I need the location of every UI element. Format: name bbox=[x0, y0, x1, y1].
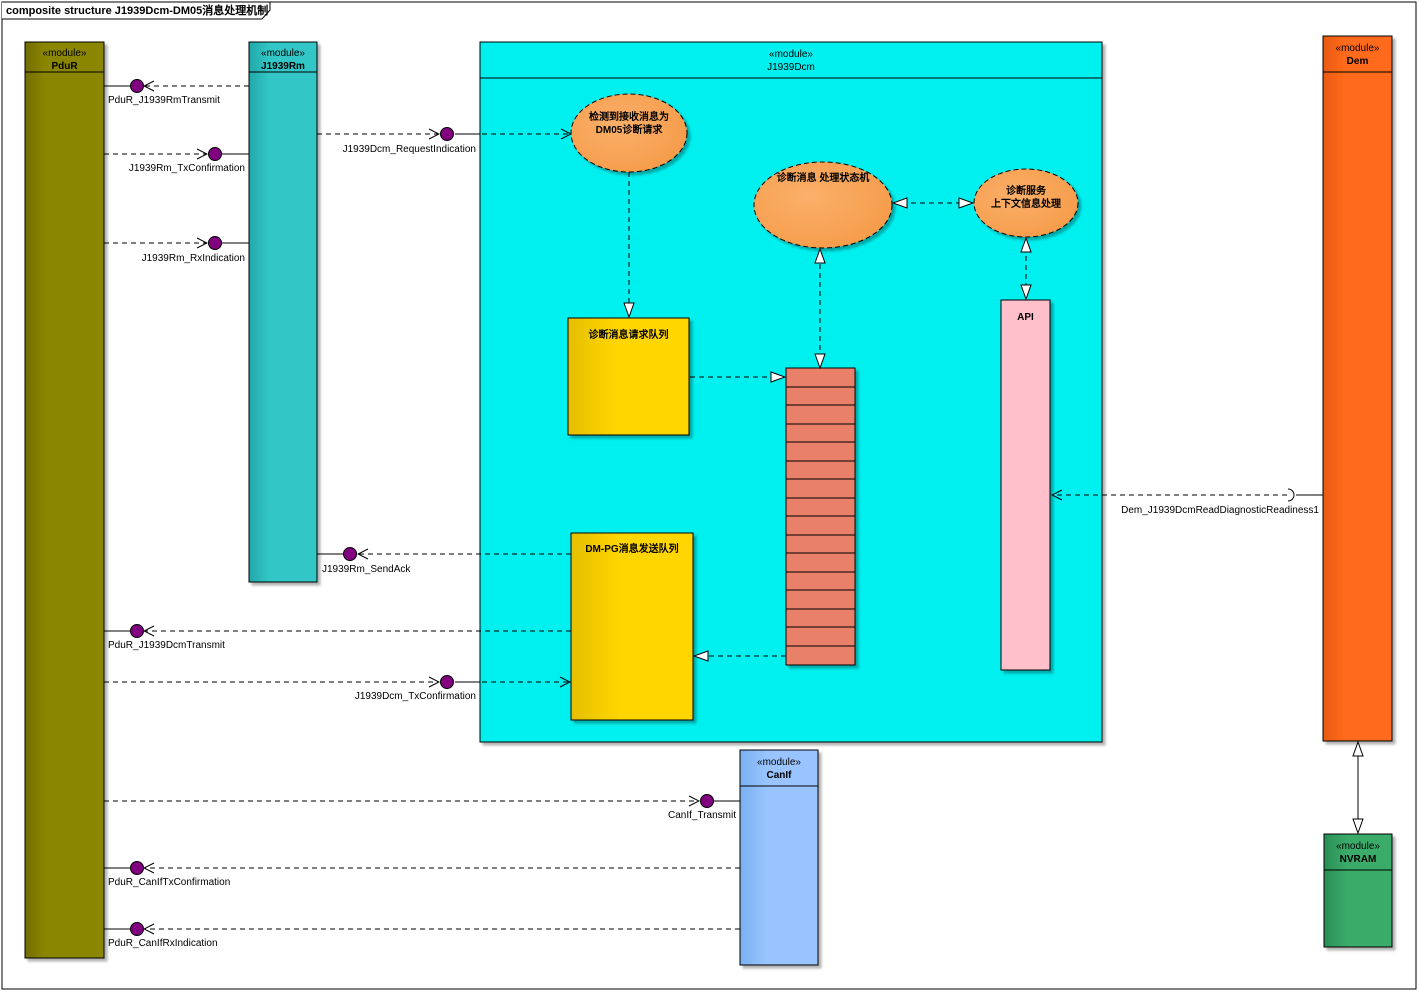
canif-stereotype: «module» bbox=[757, 757, 801, 768]
api-box[interactable] bbox=[1000, 299, 1051, 671]
api-label: API bbox=[1017, 312, 1034, 323]
context-line2: 上下文信息处理 bbox=[991, 197, 1061, 210]
context-line1: 诊断服务 bbox=[1006, 184, 1047, 197]
module-pdur[interactable] bbox=[24, 41, 105, 959]
label-pdur-canifrxindication: PduR_CanIfRxIndication bbox=[108, 938, 218, 949]
detect-line2: DM05诊断请求 bbox=[596, 123, 664, 136]
fsm-line1: 诊断消息 处理状态机 bbox=[777, 171, 870, 184]
nvram-stereotype: «module» bbox=[1336, 841, 1380, 852]
module-dem[interactable] bbox=[1322, 35, 1393, 742]
label-pdur-caniftxconfirmation: PduR_CanIfTxConfirmation bbox=[108, 877, 230, 888]
nvram-name: NVRAM bbox=[1340, 854, 1377, 865]
j1939rm-stereotype: «module» bbox=[261, 48, 305, 59]
pdur-stereotype: «module» bbox=[43, 48, 87, 59]
label-j1939rm-txconfirmation: J1939Rm_TxConfirmation bbox=[129, 163, 245, 174]
module-canif[interactable] bbox=[739, 749, 819, 966]
label-canif-transmit: CanIf_Transmit bbox=[668, 810, 736, 821]
port-labels: PduR_J1939RmTransmit J1939Rm_TxConfirmat… bbox=[108, 95, 1319, 949]
port-j1939rm-txconfirmation[interactable] bbox=[208, 147, 222, 161]
port-j1939dcm-txconfirmation[interactable] bbox=[440, 675, 454, 689]
pdur-name: PduR bbox=[51, 61, 78, 72]
label-j1939rm-rxindication: J1939Rm_RxIndication bbox=[142, 253, 245, 264]
port-pdur-canifrxindication[interactable] bbox=[130, 922, 144, 936]
j1939rm-name: J1939Rm bbox=[261, 61, 305, 72]
send-queue[interactable] bbox=[570, 532, 694, 721]
dem-name: Dem bbox=[1347, 56, 1369, 67]
buffer-stack[interactable] bbox=[785, 367, 856, 666]
detect-line1: 检测到接收消息为 bbox=[589, 110, 669, 123]
canif-name: CanIf bbox=[767, 770, 793, 781]
port-pdur-j1939rm-transmit[interactable] bbox=[130, 79, 144, 93]
connectors bbox=[104, 86, 1287, 929]
j1939dcm-name: J1939Dcm bbox=[767, 62, 815, 73]
dem-required-socket bbox=[1287, 488, 1295, 502]
j1939dcm-stereotype: «module» bbox=[769, 49, 813, 60]
port-j1939dcm-requestindication[interactable] bbox=[440, 127, 454, 141]
port-j1939rm-rxindication[interactable] bbox=[208, 236, 222, 250]
label-j1939dcm-txconfirmation: J1939Dcm_TxConfirmation bbox=[355, 691, 476, 702]
port-stubs bbox=[104, 85, 1323, 930]
label-dem-readiness: Dem_J1939DcmReadDiagnosticReadiness1 bbox=[1121, 505, 1319, 516]
port-canif-transmit[interactable] bbox=[700, 794, 714, 808]
port-pdur-j1939dcmtransmit[interactable] bbox=[130, 624, 144, 638]
label-pdur-j1939rm-transmit: PduR_J1939RmTransmit bbox=[108, 95, 220, 106]
label-pdur-j1939dcmtransmit: PduR_J1939DcmTransmit bbox=[108, 640, 225, 651]
module-j1939rm[interactable] bbox=[248, 41, 318, 583]
port-j1939rm-sendack[interactable] bbox=[343, 547, 357, 561]
port-pdur-caniftxconfirmation[interactable] bbox=[130, 861, 144, 875]
send-queue-label: DM-PG消息发送队列 bbox=[585, 542, 678, 555]
label-j1939dcm-requestindication: J1939Dcm_RequestIndication bbox=[343, 144, 476, 155]
module-nvram[interactable] bbox=[1323, 833, 1393, 948]
request-queue[interactable] bbox=[567, 317, 690, 436]
label-j1939rm-sendack: J1939Rm_SendAck bbox=[322, 564, 411, 575]
request-queue-label: 诊断消息请求队列 bbox=[589, 328, 669, 341]
port-circles bbox=[130, 79, 714, 936]
dem-stereotype: «module» bbox=[1336, 43, 1380, 54]
frame-title: composite structure J1939Dcm-DM05消息处理机制 bbox=[6, 3, 268, 17]
